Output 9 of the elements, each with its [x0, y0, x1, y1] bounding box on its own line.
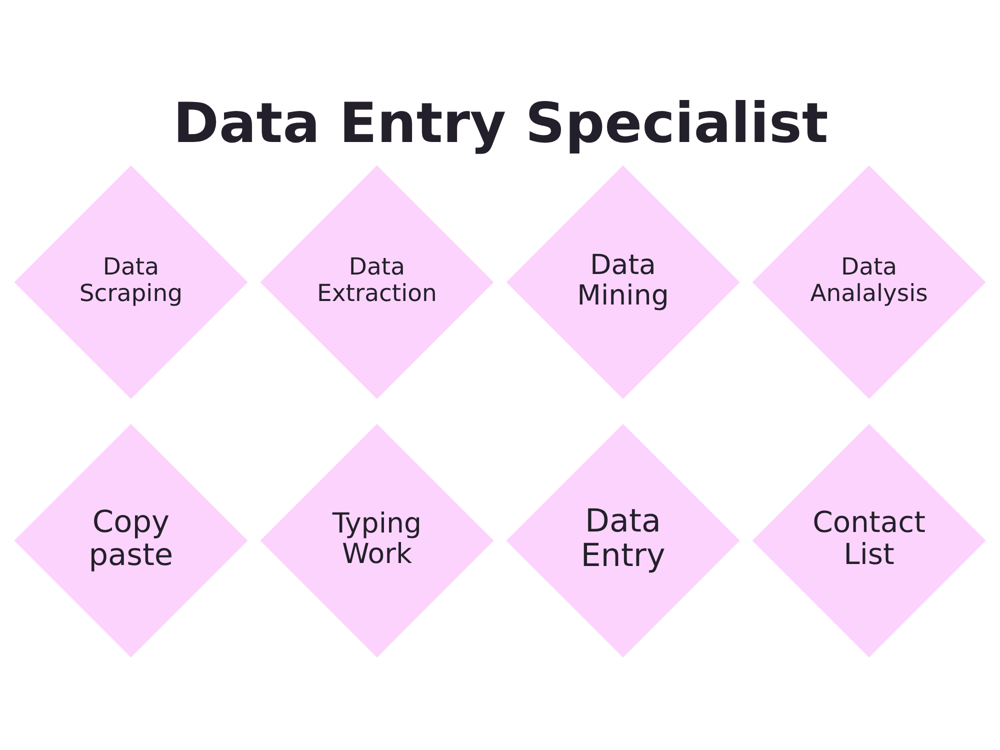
node-diamond: Data Scraping	[14, 164, 248, 398]
node-diamond: Copy paste	[14, 423, 248, 657]
node-diamond: Data Extraction	[260, 164, 494, 398]
diagram-title: Data Entry Specialist	[173, 91, 828, 156]
node-diamond: Contact List	[752, 423, 986, 657]
node-diamond: Typing Work	[260, 423, 494, 657]
node-diamond: Data Entry	[506, 423, 740, 657]
node-diamond: Data Analalysis	[752, 164, 986, 398]
node-diamond: Data Mining	[506, 164, 740, 398]
